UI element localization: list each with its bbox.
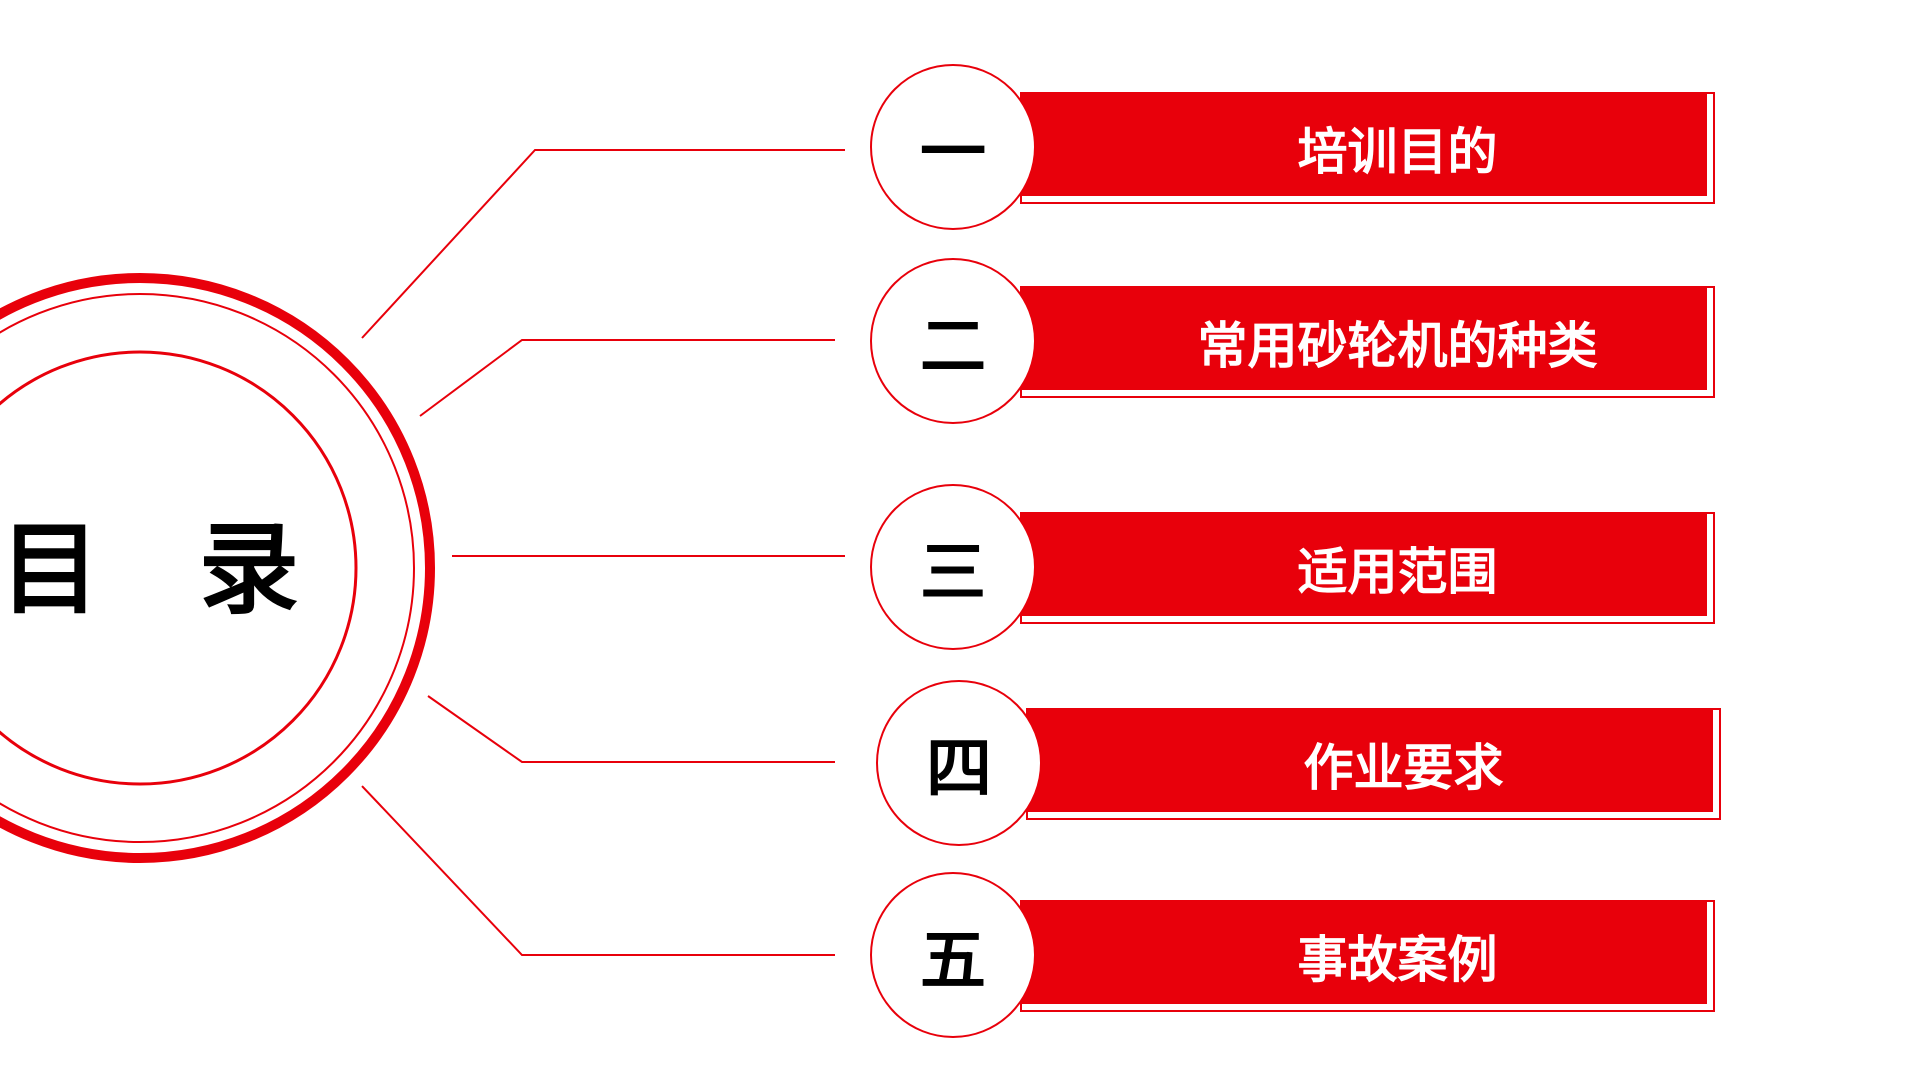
toc-item-number: 二 [870,258,1036,424]
toc-item-label: 作业要求 [1303,739,1504,797]
toc-item-number: 四 [876,680,1042,846]
hub-outer-ring [0,273,435,863]
toc-title: 目 录 [0,511,331,628]
hub-inner-ring [0,350,358,786]
toc-item-bar: 培训目的 [1020,92,1715,204]
connector-line-4 [427,695,835,763]
toc-item-bar: 常用砂轮机的种类 [1020,286,1715,398]
toc-item-bar-fill [1022,94,1707,196]
toc-item-label: 适用范围 [1297,543,1498,601]
toc-item-5[interactable]: 事故案例 五 [870,872,1720,1044]
toc-item-bar: 作业要求 [1026,708,1721,820]
toc-item-number: 三 [870,484,1036,650]
toc-item-label: 培训目的 [1297,123,1498,181]
hub-middle-ring [0,293,415,843]
toc-item-bar-fill [1022,902,1707,1004]
toc-item-2[interactable]: 常用砂轮机的种类 二 [870,258,1720,430]
connector-line-1 [361,149,845,339]
toc-item-3[interactable]: 适用范围 三 [870,484,1720,656]
toc-item-1[interactable]: 培训目的 一 [870,64,1720,236]
toc-item-bar-fill [1022,514,1707,616]
toc-item-4[interactable]: 作业要求 四 [876,680,1726,852]
toc-item-bar: 适用范围 [1020,512,1715,624]
toc-item-number: 五 [870,872,1036,1038]
toc-item-bar-fill [1022,288,1707,390]
toc-item-number: 一 [870,64,1036,230]
toc-item-bar-fill [1028,710,1713,812]
connector-line-5 [361,785,835,956]
connector-line-2 [419,339,835,417]
toc-item-label: 事故案例 [1297,931,1498,989]
toc-item-bar: 事故案例 [1020,900,1715,1012]
toc-item-label: 常用砂轮机的种类 [1197,317,1598,375]
